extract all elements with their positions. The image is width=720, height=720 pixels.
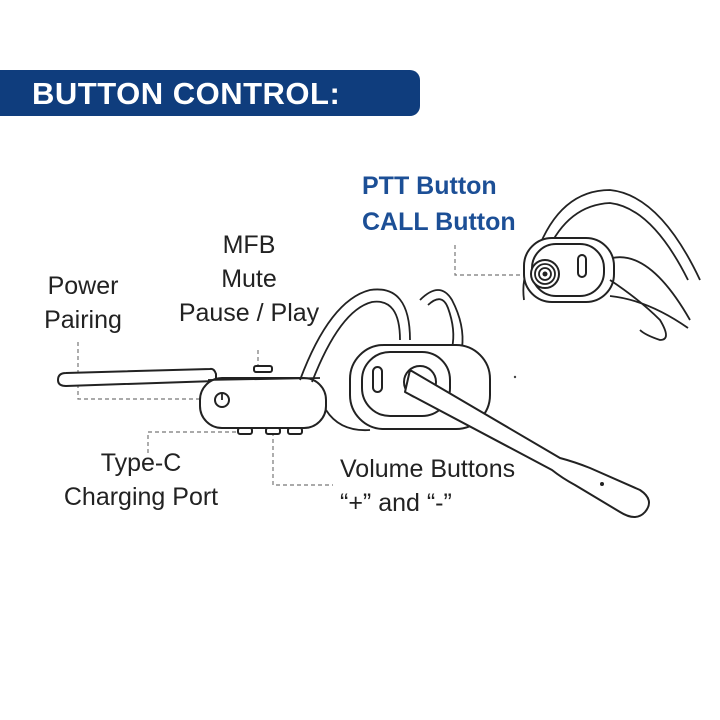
type-c-label-line2: Charging Port	[63, 483, 219, 511]
power-label: Power Pairing	[30, 269, 136, 337]
mfb-label-line2: Mute	[221, 265, 277, 293]
mfb-button-icon	[253, 365, 273, 373]
power-label-line2: Pairing	[44, 306, 122, 334]
power-label-line1: Power	[47, 272, 119, 300]
volume-down-button-icon	[287, 427, 303, 435]
mfb-label: MFB Mute Pause / Play	[176, 228, 322, 330]
section-banner: BUTTON CONTROL:	[0, 70, 420, 116]
volume-label-line2: “+” and “-”	[340, 489, 452, 517]
ptt-label-line2: CALL Button	[362, 208, 516, 236]
headset-main	[57, 288, 650, 518]
volume-label: Volume Buttons “+” and “-”	[340, 452, 515, 520]
ptt-label-line1: PTT Button	[362, 172, 497, 200]
mfb-label-line1: MFB	[222, 231, 276, 259]
headset-rear-detail	[522, 189, 701, 341]
ptt-label: PTT Button CALL Button	[362, 168, 516, 240]
leader-lines	[77, 245, 528, 486]
volume-label-line1: Volume Buttons	[340, 455, 516, 483]
ptt-button-icon	[530, 259, 560, 289]
type-c-port-icon	[237, 427, 253, 435]
type-c-label: Type-C Charging Port	[52, 446, 230, 514]
type-c-label-line1: Type-C	[100, 449, 182, 477]
volume-up-button-icon	[265, 427, 281, 435]
section-title: BUTTON CONTROL:	[32, 76, 341, 111]
mfb-label-line3: Pause / Play	[178, 299, 320, 327]
